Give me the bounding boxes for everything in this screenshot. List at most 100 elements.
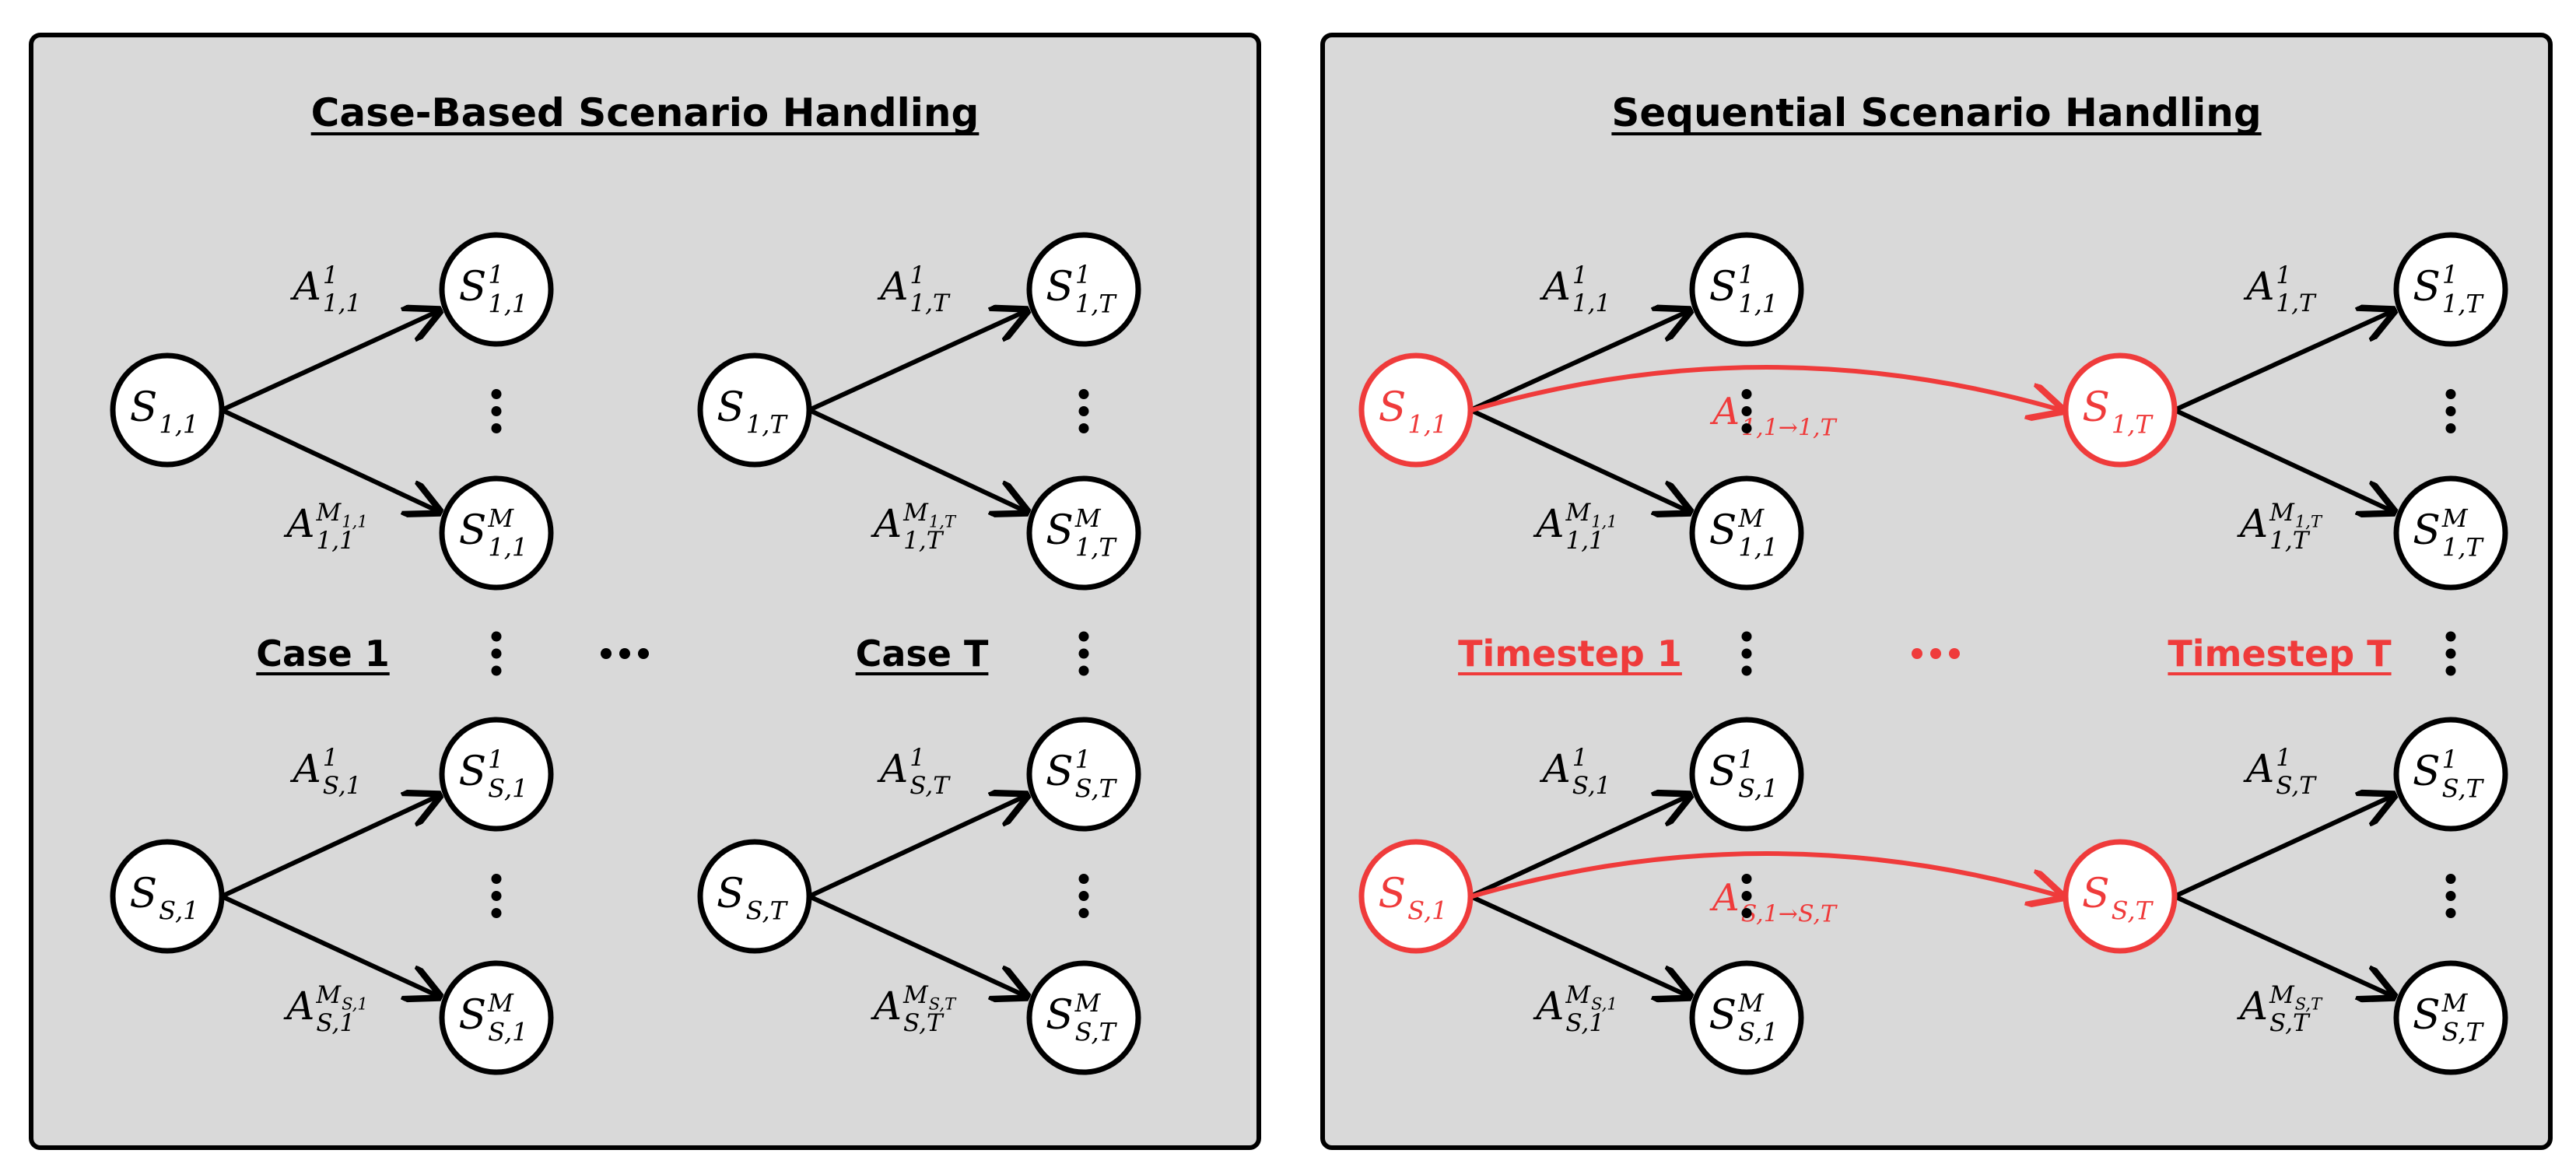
svg-text:S: S xyxy=(130,871,158,917)
vertical-ellipsis xyxy=(491,389,502,433)
svg-text:1,1: 1,1 xyxy=(1738,289,1778,319)
panel-title: Case-Based Scenario Handling xyxy=(311,90,980,135)
horizontal-ellipsis xyxy=(1912,648,1960,659)
vertical-ellipsis xyxy=(2445,631,2456,676)
svg-text:S: S xyxy=(2082,384,2110,431)
svg-text:M: M xyxy=(1074,988,1102,1018)
svg-text:S,T: S,T xyxy=(2269,1009,2311,1037)
svg-text:1: 1 xyxy=(1738,745,1754,774)
svg-text:S: S xyxy=(1046,749,1074,795)
edge-top xyxy=(2173,796,2392,899)
svg-text:1: 1 xyxy=(323,261,338,289)
svg-text:S,1: S,1 xyxy=(1591,995,1617,1014)
edge-bottom xyxy=(220,894,438,996)
svg-text:1: 1 xyxy=(488,745,503,774)
svg-text:1,1→1,T: 1,1→1,T xyxy=(1741,414,1837,441)
svg-text:1,1: 1,1 xyxy=(323,289,361,317)
svg-text:A: A xyxy=(1709,876,1740,920)
svg-text:S,T: S,T xyxy=(909,772,951,800)
svg-text:1,1: 1,1 xyxy=(1565,527,1603,555)
svg-text:1,1: 1,1 xyxy=(1407,410,1447,440)
edge-top xyxy=(808,311,1025,412)
svg-text:A: A xyxy=(1533,501,1564,546)
transition-arrow xyxy=(1471,851,2061,896)
svg-text:S: S xyxy=(459,264,487,310)
svg-text:A: A xyxy=(1709,390,1740,433)
group-label-first: Timestep 1 xyxy=(1458,633,1682,675)
svg-text:1: 1 xyxy=(1075,260,1091,289)
svg-text:1: 1 xyxy=(2442,745,2458,774)
svg-text:S: S xyxy=(2413,264,2441,310)
edge-top xyxy=(220,311,438,412)
svg-text:A: A xyxy=(1540,746,1571,791)
svg-text:S,1: S,1 xyxy=(488,774,527,804)
svg-text:M: M xyxy=(315,499,342,527)
edge-top xyxy=(2173,311,2392,412)
svg-text:A: A xyxy=(1540,264,1571,309)
svg-text:1,1: 1,1 xyxy=(1591,513,1617,531)
svg-text:S: S xyxy=(2413,749,2441,795)
svg-text:S,T: S,T xyxy=(1075,774,1118,804)
vertical-ellipsis xyxy=(1741,631,1752,676)
svg-text:S,1: S,1 xyxy=(1572,772,1611,800)
svg-text:S,1: S,1 xyxy=(488,1018,527,1047)
svg-text:1,T: 1,T xyxy=(903,527,945,555)
svg-text:1,T: 1,T xyxy=(909,289,951,317)
svg-text:1,T: 1,T xyxy=(929,513,957,531)
svg-text:1,T: 1,T xyxy=(2269,527,2311,555)
svg-text:S,1→S,T: S,1→S,T xyxy=(1741,900,1838,927)
vertical-ellipsis xyxy=(491,631,502,676)
edge-top xyxy=(220,796,438,899)
svg-text:S,T: S,T xyxy=(2276,772,2317,800)
svg-text:1: 1 xyxy=(2276,261,2291,289)
svg-text:S,T: S,T xyxy=(2442,774,2485,804)
group-label-first: Case 1 xyxy=(256,633,389,675)
svg-text:S: S xyxy=(1709,992,1737,1039)
edge-bottom xyxy=(2173,408,2392,511)
svg-text:1,T: 1,T xyxy=(1075,289,1118,319)
svg-text:M: M xyxy=(487,503,514,533)
svg-text:S,T: S,T xyxy=(2112,896,2154,926)
vertical-ellipsis xyxy=(1078,631,1089,676)
svg-text:S: S xyxy=(1709,749,1737,795)
svg-text:1: 1 xyxy=(1572,261,1588,289)
svg-text:S,1: S,1 xyxy=(159,896,198,926)
vertical-ellipsis xyxy=(2445,874,2456,918)
svg-text:A: A xyxy=(871,501,902,546)
vertical-ellipsis xyxy=(491,874,502,918)
svg-text:S: S xyxy=(1709,507,1737,554)
panel-background xyxy=(29,33,1261,1150)
svg-text:S: S xyxy=(2082,871,2110,917)
svg-text:S: S xyxy=(1379,871,1407,917)
svg-text:M: M xyxy=(1565,499,1591,527)
svg-text:S,T: S,T xyxy=(2295,995,2323,1014)
svg-text:A: A xyxy=(290,746,321,791)
svg-text:A: A xyxy=(1533,983,1564,1029)
svg-text:S,1: S,1 xyxy=(316,1009,355,1037)
svg-text:1: 1 xyxy=(2276,744,2291,772)
